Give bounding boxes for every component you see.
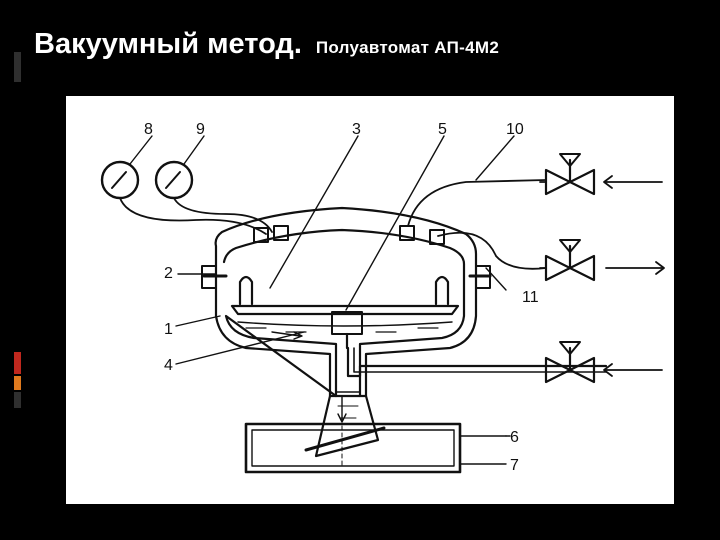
tray [230,304,460,316]
slide-title: Вакуумный метод. Полуавтомат АП-4М2 [34,28,499,72]
label-9: 9 [196,121,205,138]
lid-port-right [399,225,415,241]
accent-bar-orange [14,376,21,390]
chamber-inner-shell [222,228,466,398]
drain-trap [314,394,380,458]
label-5: 5 [438,121,447,138]
accent-bar-dark-2 [14,392,21,408]
tank-inner [251,429,455,467]
title-main: Вакуумный метод. [34,28,302,60]
vacuum-apparatus-diagram: 8 9 3 5 10 2 11 1 4 6 7 [100,121,665,474]
label-4: 4 [164,357,173,374]
accent-bar-red [14,352,21,374]
pipe-11 [437,231,547,270]
pipe-10 [407,179,547,227]
label-10: 10 [506,121,524,138]
label-11: 11 [522,289,539,306]
workpiece-left [238,275,254,306]
label-7: 7 [510,457,519,474]
lid-port-left-2 [273,225,289,241]
flange-clamp-left [201,265,217,289]
valve-bottom [544,341,596,384]
feed-pipe [346,346,608,378]
label-8: 8 [144,121,153,138]
receiving-tank [244,422,462,474]
lid-port-right-2 [429,229,445,245]
central-nozzle [331,311,363,335]
label-2: 2 [164,265,173,282]
valve-middle [544,239,596,282]
lid-port-left [253,227,269,243]
accent-bar-dark [14,52,21,82]
workpiece-right [434,275,450,306]
flange-clamp-right [475,265,491,289]
label-3: 3 [352,121,361,138]
bath-liquid [237,321,453,327]
internal-flow-arrow [271,331,301,337]
label-1: 1 [164,321,173,338]
label-6: 6 [510,429,519,446]
title-sub: Полуавтомат АП-4М2 [315,38,500,57]
valve-top [544,153,596,196]
diagram-frame: 8 9 3 5 10 2 11 1 4 6 7 [66,96,674,504]
